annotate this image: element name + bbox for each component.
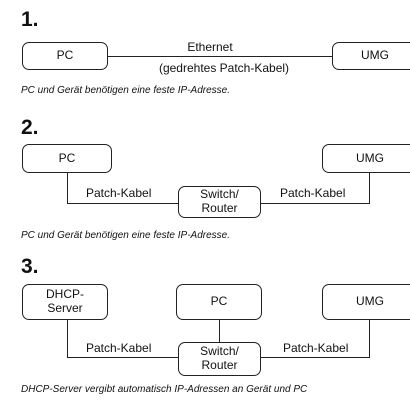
- umg-label: UMG: [356, 294, 384, 309]
- umg-box: UMG: [322, 284, 410, 320]
- switch-label: Switch/: [200, 344, 239, 359]
- umg-label: UMG: [361, 48, 389, 63]
- cable-right-vertical: [369, 173, 370, 203]
- section-1-caption: PC und Gerät benötigen eine feste IP-Adr…: [21, 85, 231, 96]
- cable-left-vertical: [67, 320, 68, 357]
- ethernet-line: [108, 56, 332, 57]
- cable-left-vertical: [67, 173, 68, 203]
- patch-cable-label-left: Patch-Kabel: [86, 341, 152, 355]
- router-label: Router: [201, 358, 238, 372]
- pc-box: PC: [22, 144, 112, 173]
- cable-type-label: (gedrehtes Patch-Kabel): [158, 61, 290, 75]
- pc-label: PC: [58, 150, 76, 165]
- umg-label: UMG: [356, 150, 384, 165]
- cable-right-horizontal: [261, 203, 370, 204]
- dhcp-server-box: DHCP- Server: [22, 284, 108, 320]
- pc-box: PC: [176, 284, 262, 320]
- cable-right-vertical: [369, 320, 370, 357]
- patch-cable-label-right: Patch-Kabel: [280, 186, 346, 200]
- pc-label: PC: [210, 294, 228, 309]
- ethernet-label: Ethernet: [187, 40, 233, 54]
- cable-right-horizontal: [261, 357, 370, 358]
- umg-box: UMG: [322, 144, 410, 173]
- umg-box: UMG: [332, 42, 410, 70]
- cable-left-horizontal: [67, 357, 178, 358]
- cable-left-horizontal: [67, 203, 178, 204]
- patch-cable-label-left: Patch-Kabel: [86, 186, 152, 200]
- pc-box: PC: [22, 42, 108, 70]
- dhcp-label: DHCP-: [46, 287, 84, 302]
- section-3-caption: DHCP-Server vergibt automatisch IP-Adres…: [21, 384, 308, 395]
- section-2-caption: PC und Gerät benötigen eine feste IP-Adr…: [21, 230, 231, 241]
- section-1-number: 1.: [21, 8, 39, 31]
- switch-router-box: Switch/ Router: [178, 342, 261, 376]
- patch-cable-label-right: Patch-Kabel: [283, 341, 349, 355]
- section-3-number: 3.: [21, 255, 39, 278]
- section-2-number: 2.: [21, 116, 39, 139]
- switch-label: Switch/: [200, 187, 239, 202]
- switch-router-box: Switch/ Router: [178, 186, 261, 218]
- router-label: Router: [201, 201, 238, 215]
- server-label: Server: [47, 301, 83, 315]
- pc-label: PC: [56, 48, 74, 63]
- pc-to-switch-line: [219, 320, 220, 342]
